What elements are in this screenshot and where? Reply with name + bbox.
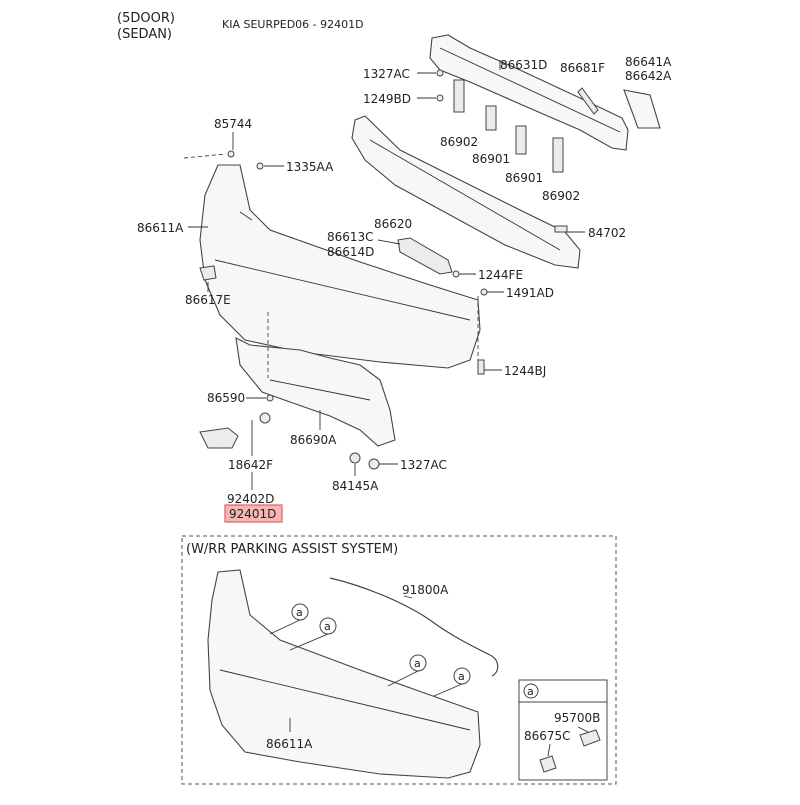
label-86590[interactable]: 86590 [207, 391, 245, 405]
label-84702[interactable]: 84702 [588, 226, 626, 240]
svg-text:a: a [296, 606, 303, 619]
nut-84145a[interactable] [349, 452, 361, 464]
label-92402d[interactable]: 92402D [227, 492, 274, 506]
label-86641a[interactable]: 86641A [625, 55, 672, 69]
leader-callout-4 [433, 683, 463, 697]
label-84145a[interactable]: 84145A [332, 479, 379, 493]
callout-a-3[interactable]: a [409, 654, 427, 672]
bracket-86901-b[interactable] [515, 125, 527, 155]
sensor-95700b[interactable] [579, 729, 601, 747]
svg-text:a: a [414, 657, 421, 670]
label-86611a-bottom[interactable]: 86611A [266, 737, 313, 751]
body-type-line1: (5DOOR) [117, 11, 175, 26]
callout-a-1[interactable]: a [291, 603, 309, 621]
nut-1327ac-bottom[interactable] [368, 458, 380, 470]
diagram-title: KIA SEURPED06 - 92401D [222, 18, 364, 31]
bolt-1244bj[interactable] [477, 359, 485, 375]
screw-1249bd[interactable] [436, 94, 444, 102]
clip-86590[interactable] [266, 394, 274, 402]
label-86901-a[interactable]: 86901 [472, 152, 510, 166]
energy-absorber-86620[interactable] [351, 115, 581, 269]
label-1491ad[interactable]: 1491AD [506, 286, 554, 300]
wiring-harness-91800a[interactable] [329, 577, 499, 677]
parking-assist-frame [181, 535, 617, 785]
leader-95700b [577, 726, 589, 733]
label-91800a[interactable]: 91800A [402, 583, 449, 597]
label-1244fe[interactable]: 1244FE [478, 268, 523, 282]
leader-callout-3 [387, 670, 419, 687]
holder-86675c[interactable] [539, 755, 557, 773]
stay-86681f[interactable] [577, 87, 599, 115]
leader-callout-2 [289, 633, 329, 651]
leader-callout-1 [269, 619, 301, 635]
label-86901-b[interactable]: 86901 [505, 171, 543, 185]
bracket-86902-b[interactable] [552, 137, 564, 173]
guide-line-1 [183, 153, 227, 159]
highlight-92401d[interactable]: 92401D [224, 504, 283, 523]
clip-84702[interactable] [554, 225, 568, 233]
label-86617e[interactable]: 86617E [185, 293, 231, 307]
bracket-86641a[interactable] [623, 89, 661, 129]
back-beam-86631d[interactable] [429, 34, 629, 151]
label-1249bd[interactable]: 1249BD [363, 92, 411, 106]
leader-86613c [377, 239, 401, 245]
leader-91800a [403, 595, 413, 599]
callout-a-2[interactable]: a [319, 617, 337, 635]
parking-assist-title: (W/RR PARKING ASSIST SYSTEM) [186, 542, 398, 557]
bracket-86901-a[interactable] [485, 105, 497, 131]
svg-text:a: a [324, 620, 331, 633]
label-86631d[interactable]: 86631D [500, 58, 547, 72]
grommet-18642f[interactable] [259, 412, 271, 424]
cap-86617e[interactable] [199, 265, 217, 281]
label-1335aa[interactable]: 1335AA [286, 160, 334, 174]
label-1244bj[interactable]: 1244BJ [504, 364, 546, 378]
label-86642a[interactable]: 86642A [625, 69, 672, 83]
leader-86675c [547, 743, 551, 757]
label-86611a-top[interactable]: 86611A [137, 221, 184, 235]
label-1327ac-top[interactable]: 1327AC [363, 67, 410, 81]
label-86675c[interactable]: 86675C [524, 729, 571, 743]
sensor-detail-box: a [518, 679, 608, 781]
sensor-box-callout: a [527, 685, 534, 698]
label-86614d[interactable]: 86614D [327, 245, 374, 259]
svg-text:a: a [458, 670, 465, 683]
label-85744[interactable]: 85744 [214, 117, 252, 131]
screw-1244fe[interactable] [452, 270, 460, 278]
label-86902-b[interactable]: 86902 [542, 189, 580, 203]
bolt-1327ac-top[interactable] [436, 69, 444, 77]
label-86902-a[interactable]: 86902 [440, 135, 478, 149]
screw-1335aa[interactable] [256, 162, 264, 170]
label-86613c[interactable]: 86613C [327, 230, 374, 244]
bracket-86902-a[interactable] [453, 79, 465, 113]
label-86681f[interactable]: 86681F [560, 61, 605, 75]
reflector-18642f[interactable] [199, 427, 239, 449]
label-18642f[interactable]: 18642F [228, 458, 273, 472]
callout-a-4[interactable]: a [453, 667, 471, 685]
bracket-86613c[interactable] [397, 237, 453, 275]
label-86690a[interactable]: 86690A [290, 433, 337, 447]
nut-1491ad[interactable] [480, 288, 488, 296]
fastener-85744[interactable] [227, 150, 235, 158]
label-86620[interactable]: 86620 [374, 217, 412, 231]
label-95700b[interactable]: 95700B [554, 711, 600, 725]
body-type-line2: (SEDAN) [117, 27, 172, 42]
label-92401d[interactable]: 92401D [229, 507, 276, 521]
label-1327ac-bottom[interactable]: 1327AC [400, 458, 447, 472]
bumper-cover-86611a-bottom[interactable] [207, 569, 481, 779]
